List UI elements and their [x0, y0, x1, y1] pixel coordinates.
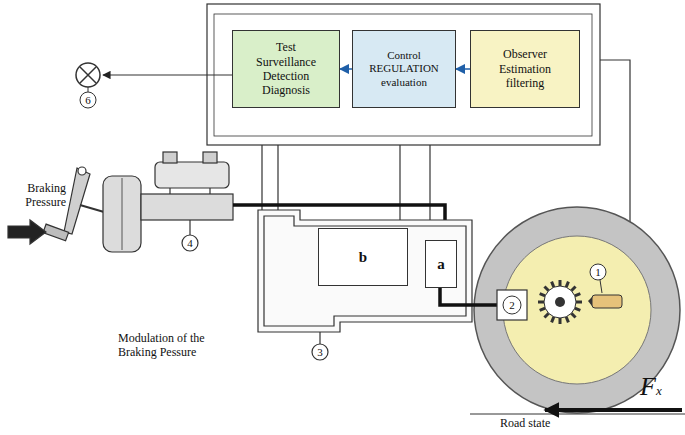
- warning-lamp: [76, 63, 232, 108]
- gear-tooth: [575, 308, 581, 310]
- illustration-part: [155, 162, 229, 188]
- illustration-part: [588, 297, 592, 306]
- illustration-part: [600, 280, 602, 293]
- callout-number: 4: [182, 235, 198, 251]
- box-label: a: [429, 255, 453, 273]
- illustration-part: [76, 63, 100, 87]
- box-label: Observer Estimation filtering: [490, 47, 560, 90]
- illustration-part: [544, 286, 576, 318]
- modulator-part-box: a: [425, 240, 457, 288]
- brake-caliper: [440, 288, 527, 320]
- illustration-part: [64, 168, 90, 234]
- gear-tooth: [552, 282, 554, 288]
- illustration-part: [399, 145, 400, 228]
- illustration-part: [80, 67, 96, 83]
- flow-arrow: [456, 68, 470, 70]
- master-cylinder: [141, 152, 233, 251]
- diagnosis-box: Test Surveillance Detection Diagnosis: [232, 30, 340, 108]
- callout-number: 6: [80, 92, 96, 108]
- modulator-housing: [258, 210, 472, 360]
- gear-tooth: [544, 313, 548, 317]
- callout-number: 1: [590, 264, 606, 280]
- illustration-part: [43, 224, 69, 241]
- illustration-part: [189, 220, 190, 235]
- illustration-part: [497, 290, 527, 320]
- illustration-part: [545, 408, 682, 412]
- illustration-part: [312, 344, 328, 360]
- observer-box: Observer Estimation filtering: [470, 30, 580, 108]
- road: [470, 410, 685, 414]
- illustration-part: [80, 205, 104, 212]
- illustration-part: [590, 264, 606, 280]
- modulator-part-box: b: [318, 228, 408, 286]
- gear-tooth: [576, 301, 582, 304]
- illustration-part: [207, 4, 600, 145]
- illustration-part: [503, 296, 521, 314]
- callout-number: 3: [312, 344, 328, 360]
- illustration-part: [209, 188, 210, 194]
- gear-tooth: [552, 317, 554, 323]
- illustration-part: [182, 235, 198, 251]
- ecu-frame: [207, 4, 600, 145]
- box-label: Test Surveillance Detection Diagnosis: [251, 40, 321, 98]
- brake-booster: [103, 176, 141, 252]
- illustration-part: [8, 220, 46, 244]
- illustration-part: [169, 188, 170, 194]
- illustration-part: [163, 152, 177, 163]
- illustration-part: [258, 210, 472, 332]
- gear-tooth: [575, 294, 581, 296]
- gear-tooth: [559, 280, 562, 286]
- illustration-part: [214, 14, 592, 136]
- box-label: Control REGULATION evaluation: [363, 49, 445, 89]
- flow-arrow: [340, 68, 352, 70]
- illustration-part: [141, 194, 233, 220]
- control-box: Control REGULATION evaluation: [352, 30, 456, 108]
- gear-tooth: [571, 286, 575, 290]
- road-label: Road state: [500, 417, 580, 431]
- illustration-part: [103, 176, 141, 252]
- illustration-part: [203, 152, 217, 163]
- force-label: Fx: [640, 372, 680, 402]
- box-label: b: [333, 248, 393, 266]
- input-label: Braking Pressure: [6, 182, 66, 210]
- illustration-part: [88, 87, 89, 92]
- part-label: Modulation of the Braking Pessure: [118, 332, 238, 360]
- gear-tooth: [540, 294, 546, 296]
- illustration-part: [555, 297, 565, 307]
- illustration-part: [474, 207, 680, 413]
- illustration-part: [80, 92, 96, 108]
- callout-number: 2: [504, 297, 520, 313]
- illustration-part: [319, 332, 320, 344]
- illustration-part: [470, 414, 685, 415]
- gear-tooth: [566, 282, 568, 288]
- wheel: [474, 207, 680, 413]
- gear-tooth: [540, 308, 546, 310]
- gear-tooth: [538, 301, 544, 304]
- illustration-part: [440, 288, 497, 305]
- gear-tooth: [566, 317, 568, 323]
- illustration-part: [122, 178, 123, 250]
- gear-tooth: [559, 318, 562, 324]
- gear-tooth: [571, 313, 575, 317]
- illustration-part: [264, 216, 466, 326]
- tone-wheel: [538, 280, 582, 324]
- gear-tooth: [544, 286, 548, 290]
- illustration-part: [78, 167, 86, 175]
- illustration-part: [103, 74, 232, 75]
- illustration-part: [592, 295, 622, 308]
